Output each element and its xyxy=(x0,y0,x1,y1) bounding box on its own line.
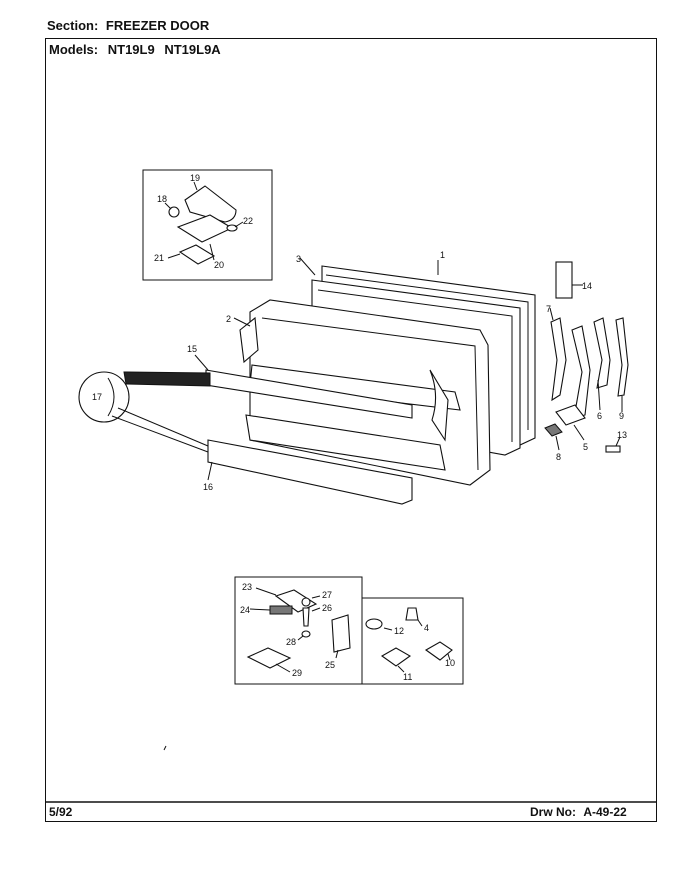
part-10-cover xyxy=(424,641,453,661)
models-header: Models: NT19L9 NT19L9A xyxy=(49,42,221,57)
callout-5: 5 xyxy=(583,442,588,452)
callout-20: 20 xyxy=(214,260,224,270)
part-4-stop xyxy=(405,607,419,621)
part-27-washer xyxy=(301,597,311,607)
section-label: Section: xyxy=(47,18,99,33)
callout-3: 3 xyxy=(296,254,301,264)
drawing-label: Drw No: xyxy=(530,805,576,819)
part-26-pin xyxy=(302,607,310,627)
part-25-bracket xyxy=(331,614,351,653)
detail-pointer-upper xyxy=(123,371,211,387)
part-21-plate xyxy=(178,244,216,265)
part-11-cover xyxy=(380,647,412,667)
part-9-strap xyxy=(615,317,629,397)
model-1: NT19L9 xyxy=(107,42,155,57)
part-5-plate xyxy=(555,404,586,426)
part-29-plate xyxy=(246,647,292,669)
part-24-shim xyxy=(269,605,293,615)
callout-15: 15 xyxy=(187,344,197,354)
callout-9: 9 xyxy=(619,411,624,421)
part-6-strap xyxy=(593,317,611,389)
part-16-shelf-bar xyxy=(207,439,413,505)
part-7-hinge-strap xyxy=(550,317,567,402)
footer-date: 5/92 xyxy=(49,805,73,819)
section-header: Section: FREEZER DOOR xyxy=(47,18,209,33)
model-2: NT19L9A xyxy=(164,42,221,57)
callout-11: 11 xyxy=(403,672,412,682)
callout-25: 25 xyxy=(325,660,335,670)
callout-29: 29 xyxy=(292,668,302,678)
callout-26: 26 xyxy=(322,603,332,613)
part-13-pad xyxy=(605,445,621,453)
callout-8: 8 xyxy=(556,452,561,462)
part-19-cap xyxy=(184,185,237,223)
models-label: Models: xyxy=(49,42,99,57)
callout-21: 21 xyxy=(154,253,164,263)
callout-23: 23 xyxy=(242,582,252,592)
part-28-washer xyxy=(301,630,311,638)
callout-6: 6 xyxy=(597,411,602,421)
diagram-frame xyxy=(45,38,657,822)
part-12-button xyxy=(365,618,383,630)
callout-12: 12 xyxy=(394,626,404,636)
inset-bottom-right xyxy=(361,597,464,685)
callout-7: 7 xyxy=(546,304,551,314)
inset-top-left xyxy=(142,169,273,281)
section-value: FREEZER DOOR xyxy=(105,18,210,33)
part-17-detail xyxy=(78,371,130,423)
part-14-bracket xyxy=(555,261,573,299)
part-8-clip xyxy=(544,423,563,437)
callout-10: 10 xyxy=(445,658,455,668)
callout-22: 22 xyxy=(243,216,253,226)
callout-13: 13 xyxy=(617,430,627,440)
callout-2: 2 xyxy=(226,314,231,324)
callout-27: 27 xyxy=(322,590,332,600)
callout-4: 4 xyxy=(424,623,429,633)
part-18-screw xyxy=(168,206,180,218)
footer-drawing-number: Drw No: A-49-22 xyxy=(530,805,627,819)
callout-14: 14 xyxy=(582,281,592,291)
drawing-number: A-49-22 xyxy=(583,805,627,819)
callout-18: 18 xyxy=(157,194,167,204)
callout-17: 17 xyxy=(92,392,102,402)
liner-lower-shelf xyxy=(245,414,446,471)
callout-16: 16 xyxy=(203,482,213,492)
callout-24: 24 xyxy=(240,605,250,615)
callout-28: 28 xyxy=(286,637,296,647)
part-22-washer xyxy=(226,224,238,232)
callout-1: 1 xyxy=(440,250,445,260)
part-strap-b xyxy=(571,325,591,419)
callout-19: 19 xyxy=(190,173,200,183)
